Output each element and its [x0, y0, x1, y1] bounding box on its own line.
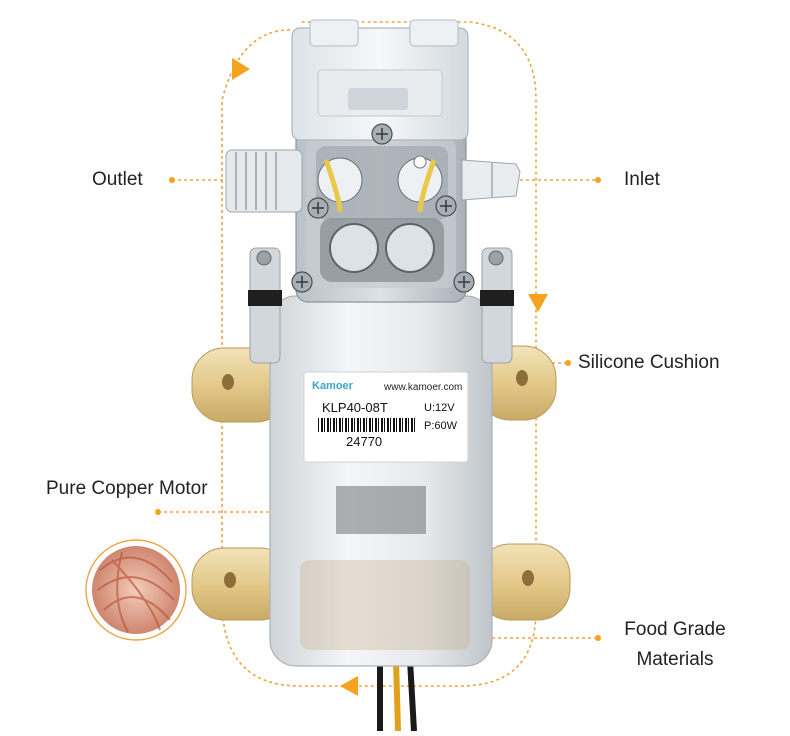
- pure-copper-motor-label: Pure Copper Motor: [46, 478, 208, 499]
- triangle-arrow-icon: [232, 58, 250, 80]
- inlet-label: Inlet: [624, 169, 660, 190]
- silicone-cushion-label: Silicone Cushion: [578, 352, 720, 373]
- triangle-arrow-icon: [340, 676, 358, 696]
- motor-leader-dot: [155, 509, 161, 515]
- cushion-leader-dot: [565, 360, 571, 366]
- motor-winding: [300, 560, 470, 650]
- inlet-leader-dot: [595, 177, 601, 183]
- flow-loop-path: [221, 21, 537, 687]
- product-label-voltage: U:12V: [424, 402, 455, 414]
- product-label: [303, 371, 469, 463]
- triangle-arrow-icon: [528, 294, 548, 312]
- copper-wire-icon: [85, 539, 187, 641]
- product-label-model: KLP40-08T: [322, 400, 388, 415]
- food-grade-label-line1: Food Grade: [624, 619, 726, 640]
- outlet-label: Outlet: [92, 169, 143, 190]
- power-wires: [377, 659, 417, 732]
- motor-inner-core: [336, 486, 426, 534]
- product-label-serial: 24770: [346, 434, 383, 449]
- outlet-leader-dot: [169, 177, 175, 183]
- product-label-power: P:60W: [424, 420, 458, 432]
- product-label-website: www.kamoer.com: [384, 382, 463, 393]
- barcode: [318, 418, 416, 432]
- food-grade-label-line2: Materials: [636, 649, 714, 670]
- product-label-brand: Kamoer: [312, 380, 353, 392]
- food-grade-leader-dot: [595, 635, 601, 641]
- inlet-port: [461, 159, 521, 201]
- outlet-port: [225, 149, 303, 213]
